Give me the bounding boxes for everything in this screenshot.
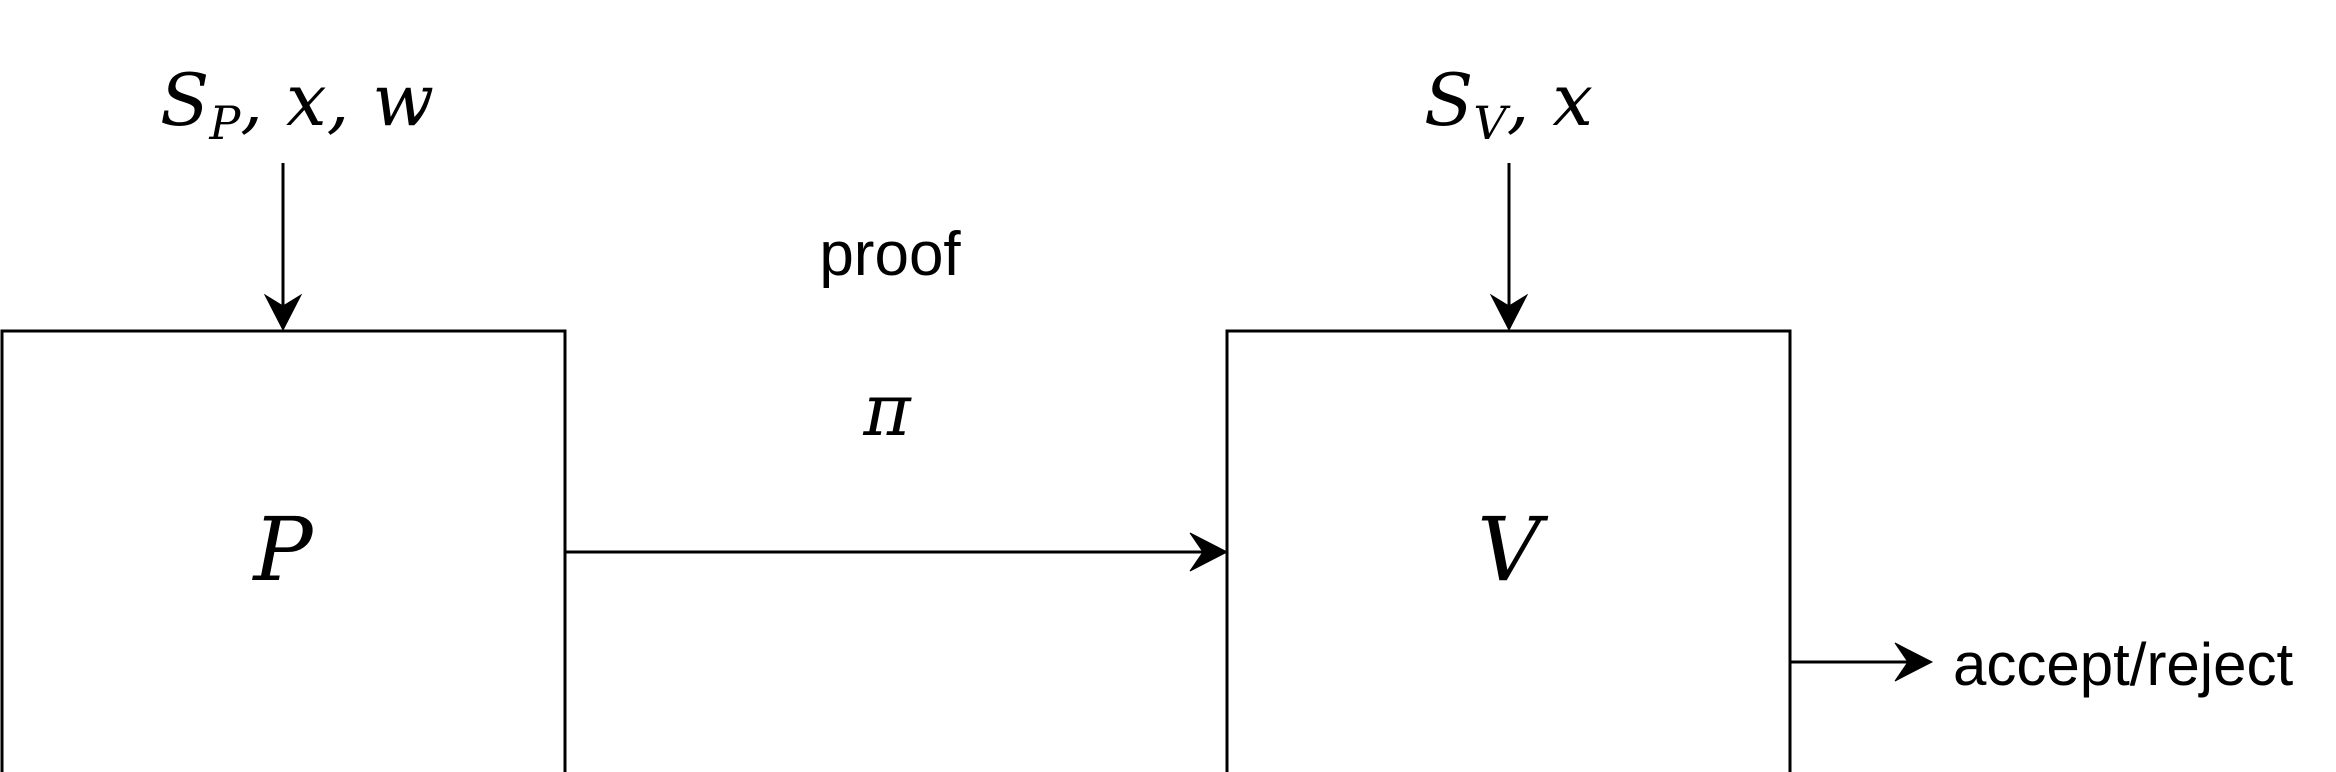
prover-label: P bbox=[251, 498, 314, 601]
prover-input-arrowhead bbox=[263, 293, 303, 332]
verifier-input-arrowhead bbox=[1489, 293, 1529, 332]
verifier-input-s: S bbox=[1424, 58, 1473, 142]
prover-input-s: S bbox=[160, 58, 209, 142]
prover-input-rest: , x, w bbox=[240, 58, 434, 142]
verifier-label: V bbox=[1477, 498, 1549, 601]
proof-label: proof bbox=[819, 220, 961, 289]
verifier-input-rest: , x bbox=[1507, 58, 1593, 142]
proof-arrowhead bbox=[1189, 532, 1229, 572]
prover-input-subscript: P bbox=[208, 96, 241, 150]
output-label: accept/reject bbox=[1953, 631, 2293, 698]
verifier-input-subscript: V bbox=[1473, 96, 1511, 150]
output-arrowhead bbox=[1894, 642, 1934, 682]
verifier-input-label: SV, x bbox=[1424, 58, 1593, 150]
prover-input-label: SP, x, w bbox=[160, 58, 434, 150]
verifier-box bbox=[1225, 329, 1792, 772]
proof-symbol: π bbox=[862, 368, 912, 452]
prover-box bbox=[0, 329, 567, 772]
